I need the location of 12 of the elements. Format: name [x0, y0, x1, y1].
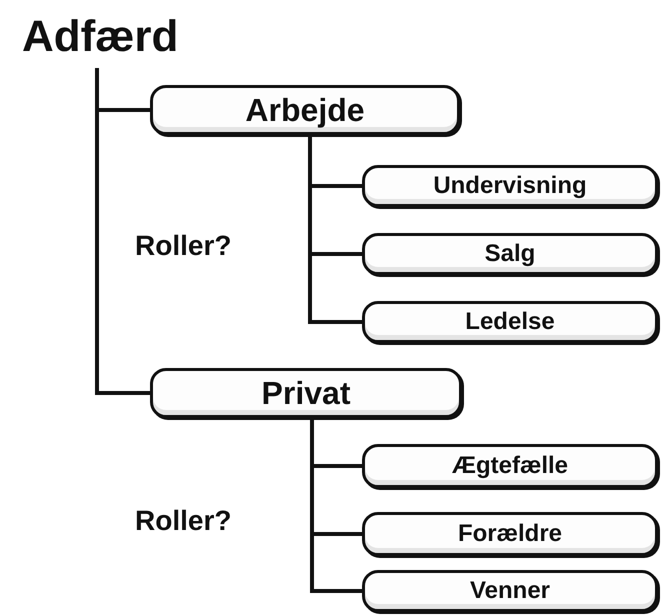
- root-title: Adfærd: [22, 12, 178, 62]
- question-label: Roller?: [135, 505, 232, 537]
- category-box: Ledelse: [362, 301, 658, 343]
- category-box: Undervisning: [362, 165, 658, 207]
- category-box: Forældre: [362, 512, 658, 556]
- category-box: Venner: [362, 570, 658, 612]
- connector-line: [95, 68, 150, 395]
- category-box: Ægtefælle: [362, 444, 658, 488]
- category-box: Privat: [150, 368, 462, 418]
- category-box: Arbejde: [150, 85, 460, 135]
- question-label: Roller?: [135, 230, 232, 262]
- category-box: Salg: [362, 233, 658, 275]
